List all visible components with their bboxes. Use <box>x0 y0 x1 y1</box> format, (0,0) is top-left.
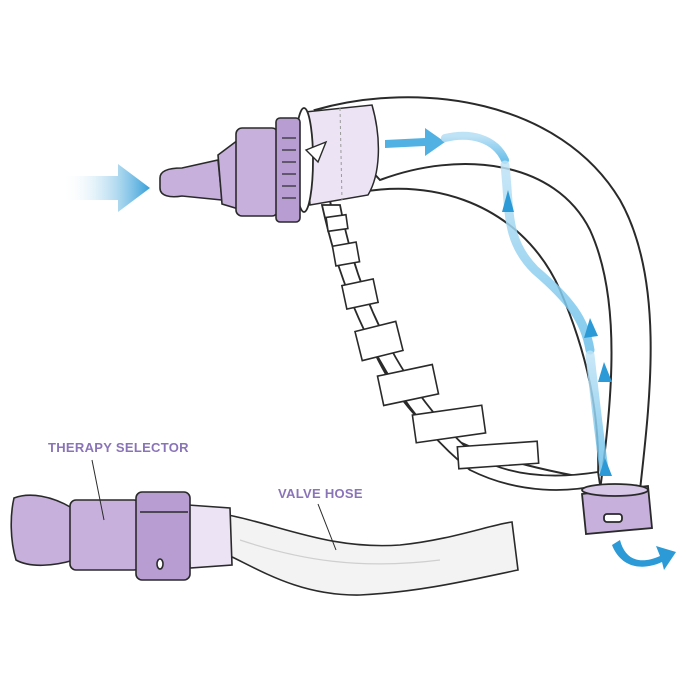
callouts <box>91 459 337 551</box>
outlet-slot <box>603 513 623 523</box>
valve-hose-label: VALVE HOSE <box>278 486 363 501</box>
selector-body <box>69 499 141 571</box>
therapy-selector-leader <box>91 459 105 521</box>
lower-assembly <box>10 491 519 596</box>
baffle-slat <box>340 277 380 311</box>
baffle-slats <box>325 213 540 470</box>
inlet-connector <box>159 117 301 223</box>
selector-mouthpiece <box>10 494 75 567</box>
airflow <box>62 128 676 570</box>
baffle-slat <box>331 241 361 267</box>
baffle-slat <box>411 404 487 444</box>
inlet-body <box>235 127 279 217</box>
arrow-curve-down-right-icon <box>612 540 676 570</box>
valve-hose-leader <box>317 503 337 551</box>
inlet-nozzle <box>159 159 223 201</box>
baffle-slat <box>376 363 440 407</box>
baffle-slat <box>325 213 349 233</box>
baffle-slat <box>456 440 540 470</box>
hose-connector <box>187 504 233 569</box>
outlet-cap <box>581 483 653 535</box>
valve-flap <box>304 140 328 164</box>
selector-dial <box>135 491 191 581</box>
therapy-selector-label: THERAPY SELECTOR <box>48 440 189 455</box>
inlet-grip <box>275 117 301 223</box>
valve-hose <box>227 514 519 596</box>
baffle-slat <box>354 320 404 362</box>
arrow-right-icon <box>62 164 150 212</box>
connector-sleeve <box>304 104 380 206</box>
